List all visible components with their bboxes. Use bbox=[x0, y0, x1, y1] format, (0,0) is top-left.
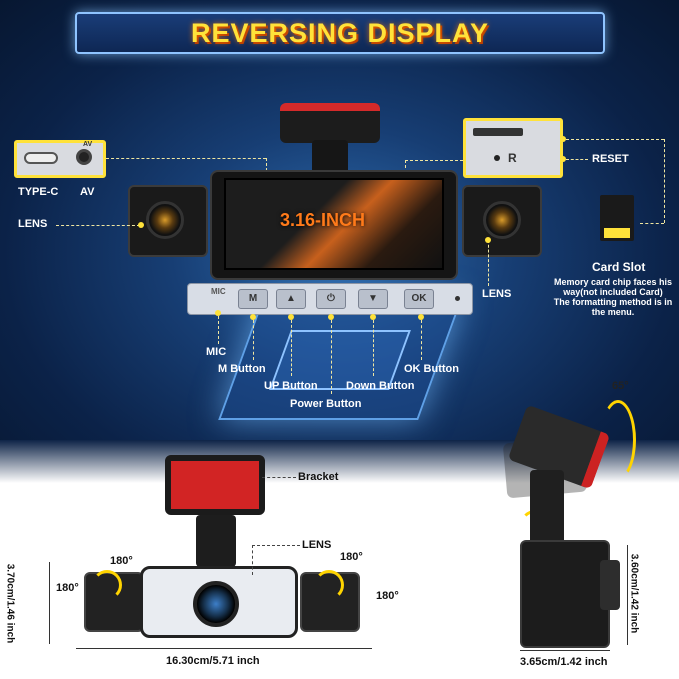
mic-point bbox=[215, 310, 221, 316]
left-lens-point bbox=[138, 222, 144, 228]
slot-leader-v bbox=[664, 139, 665, 223]
power-leader bbox=[331, 320, 332, 394]
bottom-lens-leader bbox=[252, 545, 300, 546]
down-button-label: Down Button bbox=[346, 380, 415, 392]
mic-mark: MIC bbox=[211, 287, 226, 296]
display-screen bbox=[224, 178, 444, 270]
bracket-leader bbox=[262, 477, 296, 478]
card-slot-panel bbox=[463, 118, 563, 178]
bracket-label: Bracket bbox=[298, 471, 339, 483]
card-slot-note: Memory card chip faces his way(not inclu… bbox=[553, 277, 673, 317]
av-port-icon bbox=[76, 149, 92, 165]
right-width-label: 3.65cm/1.42 inch bbox=[520, 656, 608, 668]
reset-point bbox=[560, 156, 566, 162]
port-leader bbox=[106, 158, 266, 159]
right-height-dimension-line bbox=[627, 545, 628, 645]
ok-button-label: OK Button bbox=[404, 363, 459, 375]
reset-leader bbox=[566, 159, 588, 160]
mic-label: MIC bbox=[206, 346, 227, 358]
m-button[interactable]: M bbox=[238, 289, 268, 309]
ok-leader bbox=[421, 320, 422, 360]
power-button-label: Power Button bbox=[290, 398, 362, 410]
rotation-label-b: 180° bbox=[56, 582, 79, 594]
indicator-icon bbox=[455, 296, 460, 301]
up-leader bbox=[291, 320, 292, 376]
rotation-arrow-icon bbox=[92, 570, 122, 600]
right-lens-point bbox=[485, 237, 491, 243]
right-mount-neck bbox=[530, 470, 564, 544]
card-slot-title: Card Slot bbox=[592, 260, 646, 274]
type-c-label: TYPE-C bbox=[18, 186, 59, 198]
rotation-label-d: 180° bbox=[376, 590, 399, 602]
left-height-dimension-line bbox=[49, 562, 50, 644]
page-title: REVERSING DISPLAY bbox=[190, 17, 490, 48]
bottom-mount-neck bbox=[196, 515, 236, 567]
bottom-lens-label: LENS bbox=[302, 539, 332, 551]
slot-to-cam-leader-h bbox=[405, 160, 463, 161]
left-height-label: 3.70cm/1.46 inch bbox=[4, 563, 16, 644]
power-point bbox=[328, 314, 334, 320]
right-lens-icon bbox=[483, 201, 521, 239]
front-lens-icon bbox=[193, 581, 239, 627]
right-lens-label: LENS bbox=[482, 288, 512, 300]
rotation-arrow-icon-2 bbox=[314, 570, 344, 600]
slot-point bbox=[560, 136, 566, 142]
bottom-lens-leader-v bbox=[252, 545, 253, 575]
m-button-label: M Button bbox=[218, 363, 266, 375]
angle-label: 65° bbox=[612, 380, 629, 392]
port-leader-v bbox=[266, 158, 267, 176]
up-button-label: UP Button bbox=[264, 380, 318, 392]
adhesive-mount bbox=[280, 103, 380, 143]
title-banner: REVERSING DISPLAY bbox=[75, 12, 605, 54]
slot-leader-h2 bbox=[640, 223, 664, 224]
up-button[interactable]: ▲ bbox=[276, 289, 306, 309]
power-button[interactable]: ⏻ bbox=[316, 289, 346, 309]
bottom-adhesive-mount bbox=[165, 455, 265, 515]
down-point bbox=[370, 314, 376, 320]
av-port-mark: AV bbox=[83, 141, 93, 148]
side-view-body bbox=[520, 540, 610, 648]
left-lens-leader bbox=[56, 225, 140, 226]
left-width-dimension-line bbox=[76, 648, 372, 649]
tilt-arrow-icon bbox=[600, 400, 636, 480]
right-width-dimension-line bbox=[520, 650, 610, 651]
m-point bbox=[250, 314, 256, 320]
down-leader bbox=[373, 320, 374, 376]
rotation-label-c: 180° bbox=[340, 551, 363, 563]
av-label: AV bbox=[80, 186, 95, 198]
slot-leader bbox=[566, 139, 664, 140]
mic-leader bbox=[218, 316, 219, 344]
m-leader bbox=[253, 320, 254, 360]
ok-button[interactable]: OK bbox=[404, 289, 434, 309]
right-height-label: 3.60cm/1.42 inch bbox=[628, 553, 640, 634]
mount-neck bbox=[312, 140, 348, 174]
slot-to-cam-leader bbox=[405, 160, 406, 178]
down-button[interactable]: ▼ bbox=[358, 289, 388, 309]
right-lens-leader bbox=[488, 240, 489, 286]
ok-point bbox=[418, 314, 424, 320]
card-slot-opening-icon bbox=[473, 128, 523, 136]
left-lens-icon bbox=[146, 201, 184, 239]
side-view-knob bbox=[600, 560, 620, 610]
sd-card-chip-icon bbox=[604, 228, 630, 238]
usb-c-port-icon bbox=[24, 152, 58, 164]
screen-size-label: 3.16-INCH bbox=[280, 210, 366, 230]
reset-mark: R bbox=[508, 151, 517, 165]
reset-label: RESET bbox=[592, 153, 629, 165]
rotation-label-a: 180° bbox=[110, 555, 133, 567]
reset-hole-icon bbox=[494, 155, 500, 161]
right-side-camera bbox=[462, 185, 542, 257]
up-point bbox=[288, 314, 294, 320]
left-width-label: 16.30cm/5.71 inch bbox=[166, 655, 260, 667]
left-lens-label: LENS bbox=[18, 218, 48, 230]
